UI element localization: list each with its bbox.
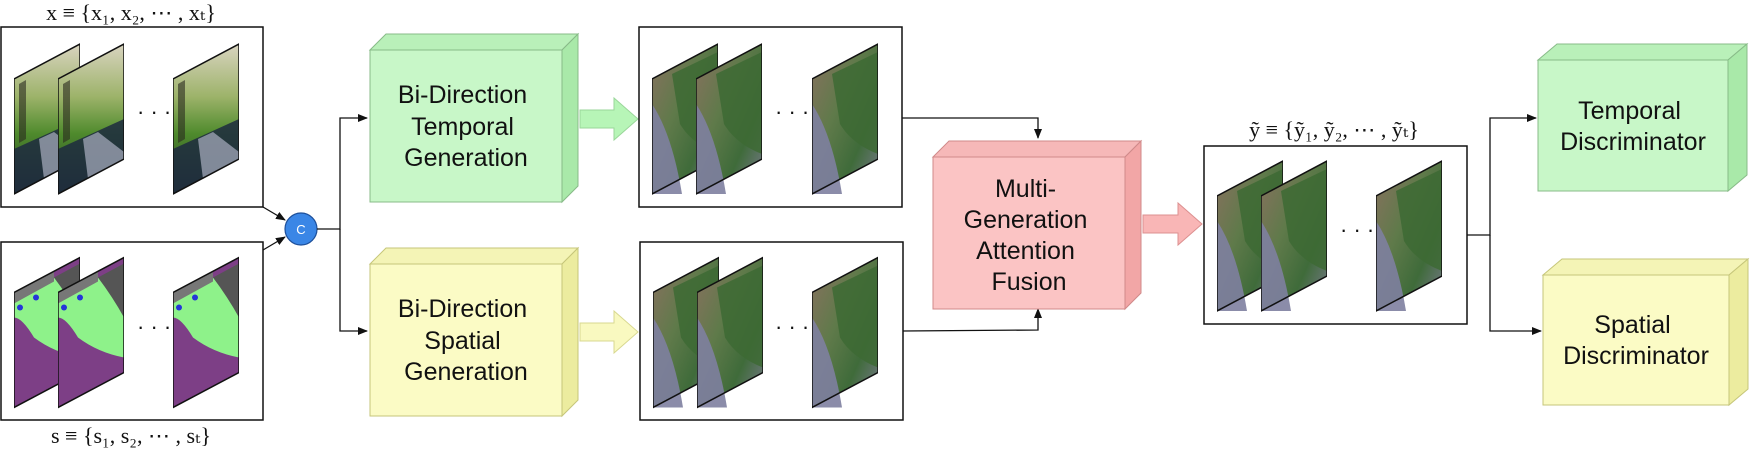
temporal-discriminator-label: Temporal Discriminator	[1560, 97, 1706, 156]
concat-symbol: C	[296, 222, 305, 237]
input-semantic-panel: · · ·	[0, 241, 264, 421]
fusion-block: Multi- Generation Attention Fusion	[931, 139, 1143, 311]
input-video-label: x ≡ {x₁, x₂, ⋯ , xₜ}	[46, 0, 216, 25]
spatial-discriminator-block: Spatial Discriminator	[1541, 257, 1750, 407]
input-video-panel: · · ·	[0, 26, 264, 208]
spatial-discriminator-label: Spatial Discriminator	[1563, 311, 1709, 370]
temporal-output-panel: · · ·	[638, 26, 903, 208]
temporal-generation-block: Bi-Direction Temporal Generation	[368, 32, 580, 204]
arrow-concat-to-spatial	[339, 229, 368, 335]
ellipsis-spatial-output: · · ·	[775, 314, 809, 339]
arrow-output-to-spatial-discriminator	[1489, 235, 1542, 335]
fusion-label: Multi- Generation Attention Fusion	[964, 175, 1095, 296]
spatial-output-panel: · · ·	[639, 241, 904, 421]
ellipsis-input-semantic: · · ·	[137, 314, 171, 339]
ellipsis-input-video: · · ·	[137, 99, 171, 124]
input-semantic-label: s ≡ {s₁, s₂, ⋯ , sₜ}	[51, 423, 211, 448]
spatial-generation-label: Bi-Direction Spatial Generation	[398, 295, 534, 386]
output-video-label: ỹ ≡ {ỹ₁, ỹ₂, ⋯ , ỹₜ}	[1249, 117, 1419, 142]
ellipsis-final-output: · · ·	[1340, 217, 1374, 242]
temporal-generation-label: Bi-Direction Temporal Generation	[398, 81, 534, 172]
ellipsis-temporal-output: · · ·	[775, 99, 809, 124]
arrow-concat-to-temporal	[317, 114, 368, 230]
spatial-generation-block: Bi-Direction Spatial Generation	[368, 246, 580, 418]
block-arrow-fusion	[1142, 201, 1203, 247]
arrow-spatial-output-to-fusion	[902, 308, 1042, 332]
block-arrow-spatial	[579, 309, 639, 355]
arrow-video-to-concat	[262, 206, 286, 221]
arrow-semantic-to-concat	[262, 236, 286, 251]
final-output-panel: · · ·	[1203, 145, 1468, 325]
arrow-temporal-output-to-fusion	[902, 117, 1042, 139]
arrow-output-to-temporal-discriminator	[1467, 114, 1537, 236]
block-arrow-temporal	[579, 96, 639, 142]
temporal-discriminator-block: Temporal Discriminator	[1536, 42, 1749, 193]
